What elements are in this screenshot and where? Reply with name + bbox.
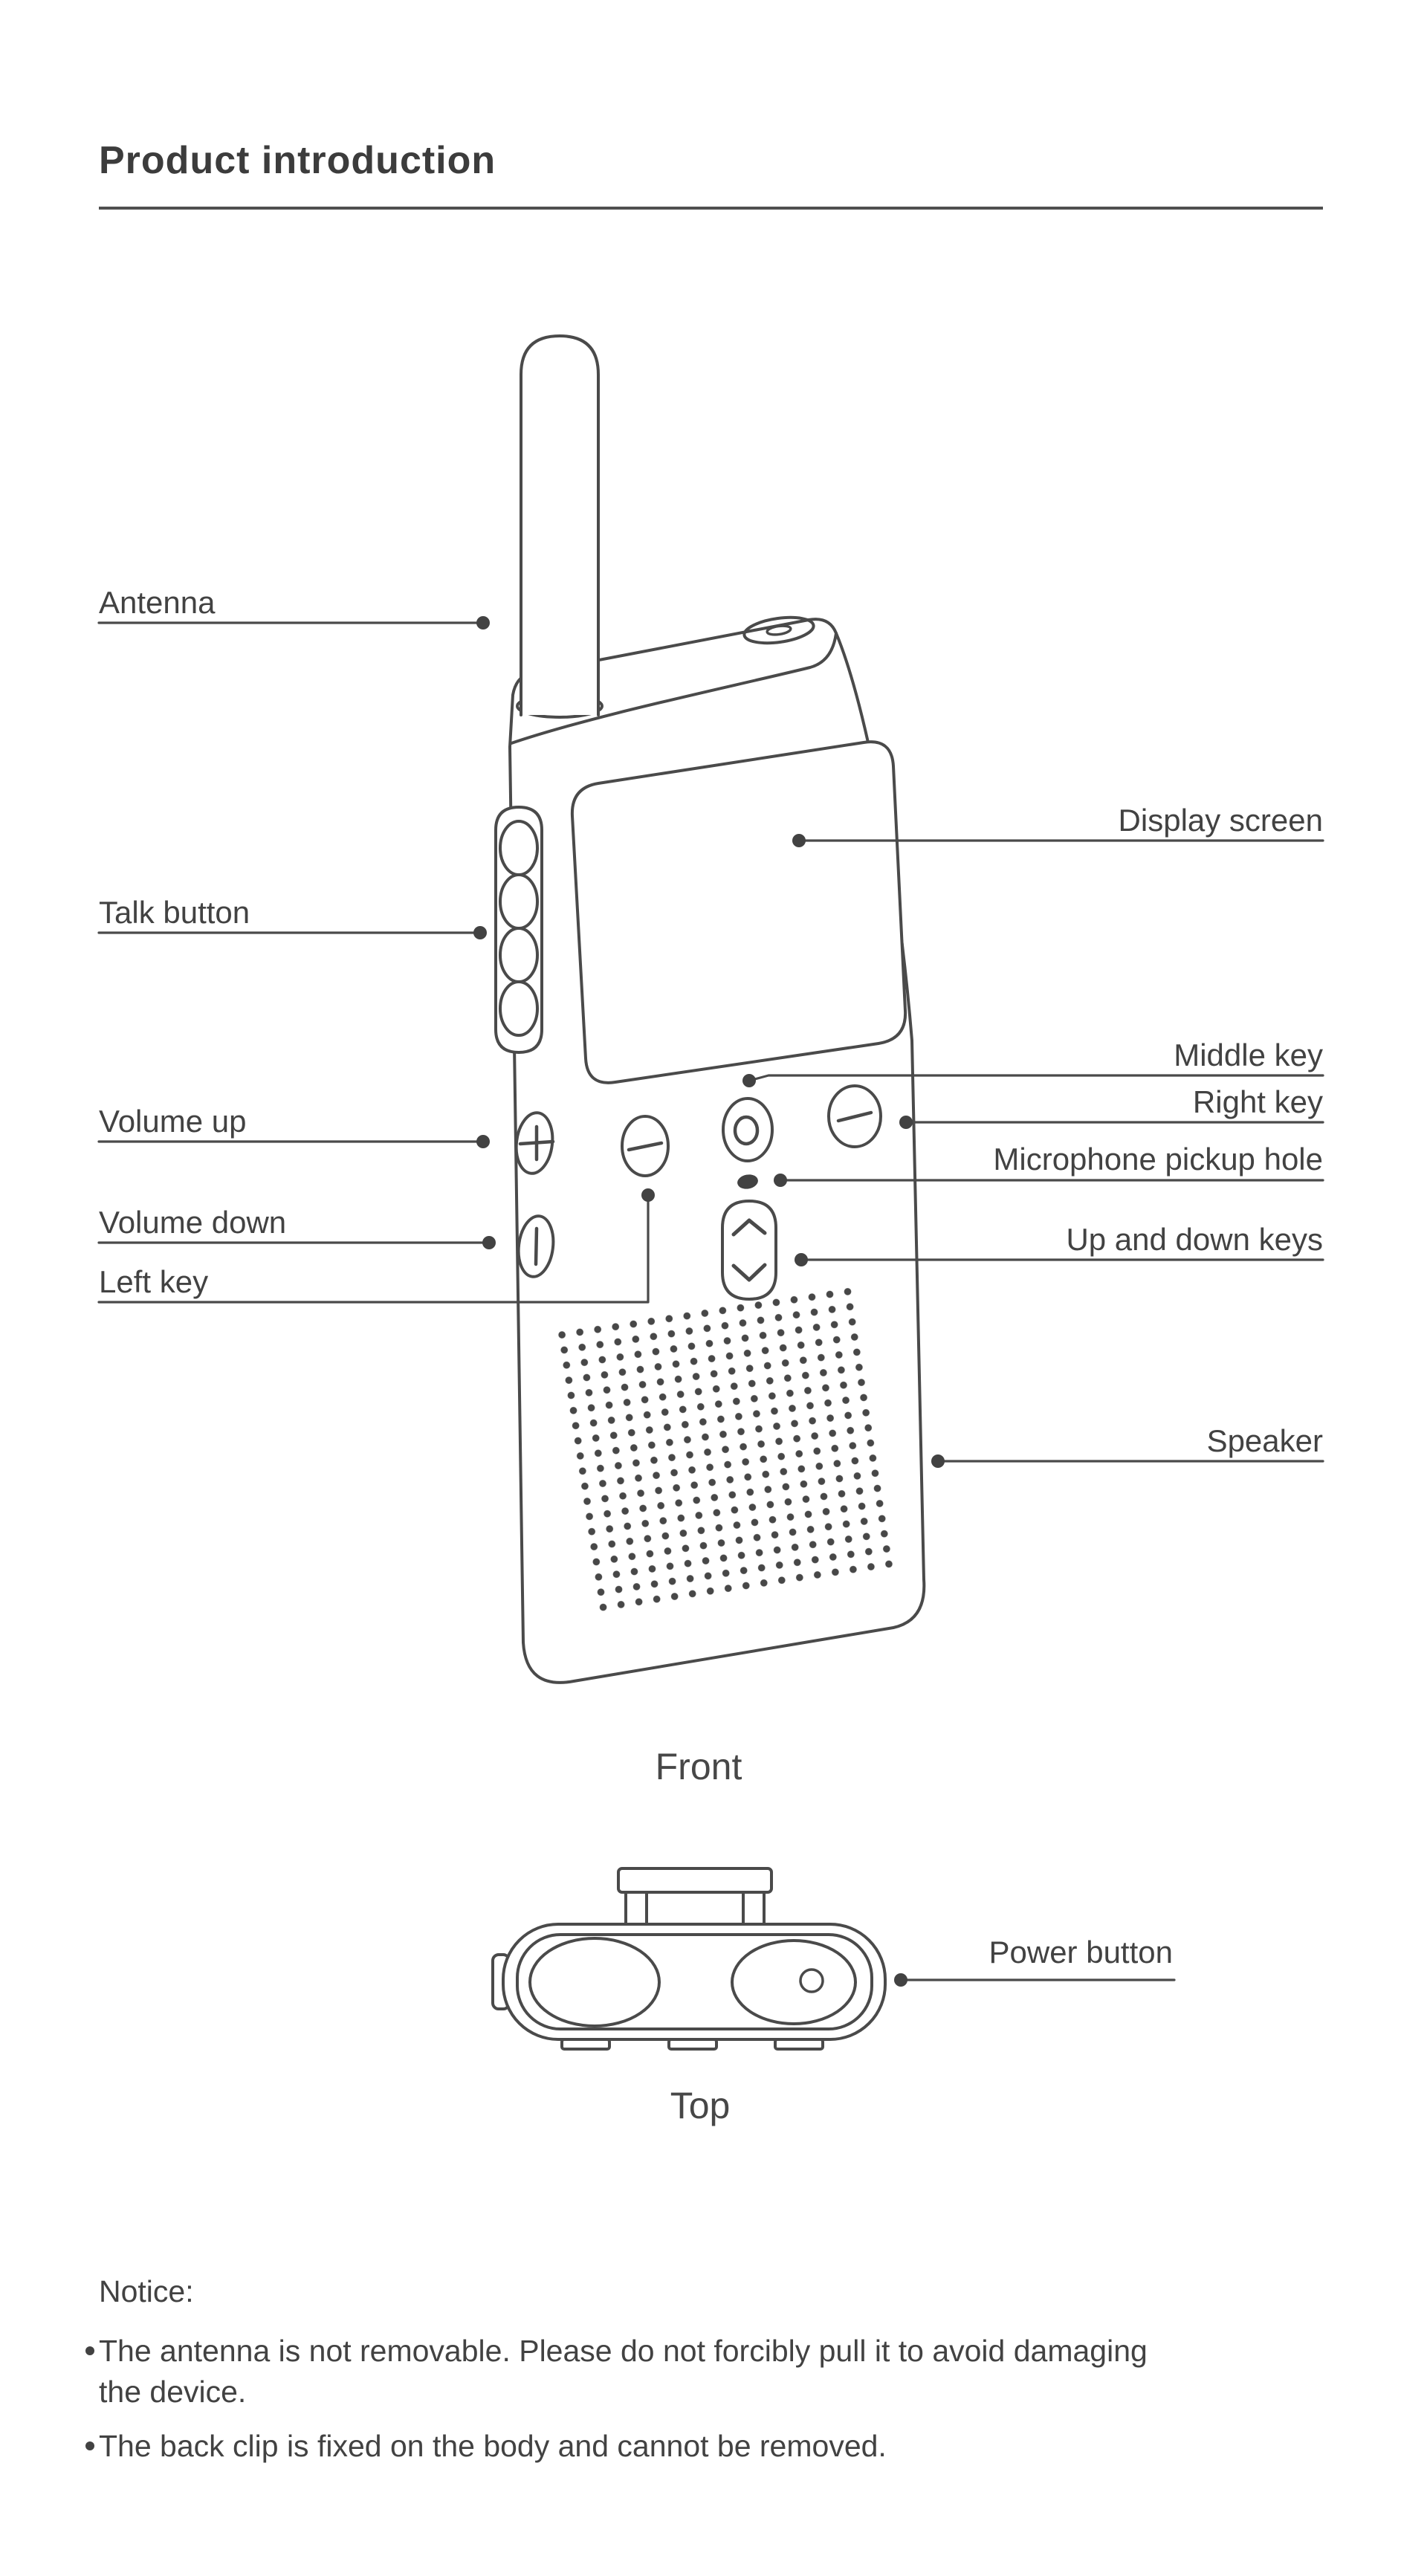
notice-item: The back clip is fixed on the body and c… <box>85 2426 1191 2467</box>
left-key-leader-line <box>97 1188 655 1304</box>
label-right-key: Right key <box>1192 1084 1323 1119</box>
label-volume-down: Volume down <box>99 1205 287 1240</box>
bar-icon <box>534 1226 539 1266</box>
middle-key-button <box>722 1097 774 1162</box>
page-title: Product introduction <box>99 139 496 182</box>
antenna-top-shape <box>617 1867 773 1928</box>
plus-icon <box>518 1124 555 1162</box>
volume-up-leader-line <box>97 1135 490 1148</box>
right-key-button <box>827 1084 882 1148</box>
front-view-caption: Front <box>655 1746 742 1787</box>
power-button-shape <box>731 1939 857 2025</box>
label-middle-key: Middle key <box>1174 1038 1323 1072</box>
notice-list: The antenna is not removable. Please do … <box>85 2331 1200 2467</box>
volume-up-button <box>514 1111 555 1175</box>
bullet-icon <box>85 2346 94 2355</box>
notice-item-text: The antenna is not removable. Please do … <box>99 2334 1148 2409</box>
notice-item-text: The back clip is fixed on the body and c… <box>99 2429 887 2463</box>
volume-down-button <box>517 1214 555 1278</box>
middle-key-leader-line <box>742 1074 1324 1087</box>
volume-down-leader-line <box>97 1236 496 1249</box>
top-view-body <box>491 1867 887 2051</box>
left-key-button <box>621 1115 670 1177</box>
microphone-leader-line <box>774 1174 1324 1187</box>
power-button-leader-line <box>894 1973 1176 1987</box>
bullet-icon <box>85 2441 94 2450</box>
talk-button-shape <box>494 806 543 1054</box>
label-volume-up: Volume up <box>99 1104 247 1139</box>
right-key-leader-line <box>899 1116 1324 1129</box>
display-screen-shape <box>570 740 907 1084</box>
chevron-down-icon <box>731 1263 767 1282</box>
speaker-leader-line <box>931 1454 1324 1468</box>
label-power-button: Power button <box>988 1935 1174 1970</box>
top-view-caption: Top <box>670 2085 731 2126</box>
chevron-up-icon <box>731 1218 767 1237</box>
label-talk-button: Talk button <box>99 895 250 930</box>
display-screen-leader-line <box>792 834 1324 847</box>
label-left-key: Left key <box>99 1264 209 1299</box>
power-button-top-icon <box>742 615 815 645</box>
notice-item: The antenna is not removable. Please do … <box>85 2331 1191 2412</box>
up-down-keys-shape <box>721 1200 777 1301</box>
label-display-screen: Display screen <box>1118 803 1323 838</box>
label-microphone-hole: Microphone pickup hole <box>993 1142 1323 1177</box>
label-speaker: Speaker <box>1206 1423 1323 1458</box>
up-down-keys-leader-line <box>795 1253 1324 1266</box>
title-divider <box>99 207 1323 210</box>
minus-icon <box>836 1110 873 1123</box>
antenna-leader-line <box>97 616 490 630</box>
antenna-shape <box>516 334 604 719</box>
talk-button-leader-line <box>97 926 487 939</box>
label-antenna: Antenna <box>99 585 216 620</box>
notice-heading: Notice: <box>99 2274 194 2308</box>
leader-lines <box>97 616 1324 1987</box>
minus-icon <box>627 1141 664 1152</box>
label-up-down-keys: Up and down keys <box>1066 1222 1323 1257</box>
microphone-hole-shape <box>737 1174 758 1189</box>
